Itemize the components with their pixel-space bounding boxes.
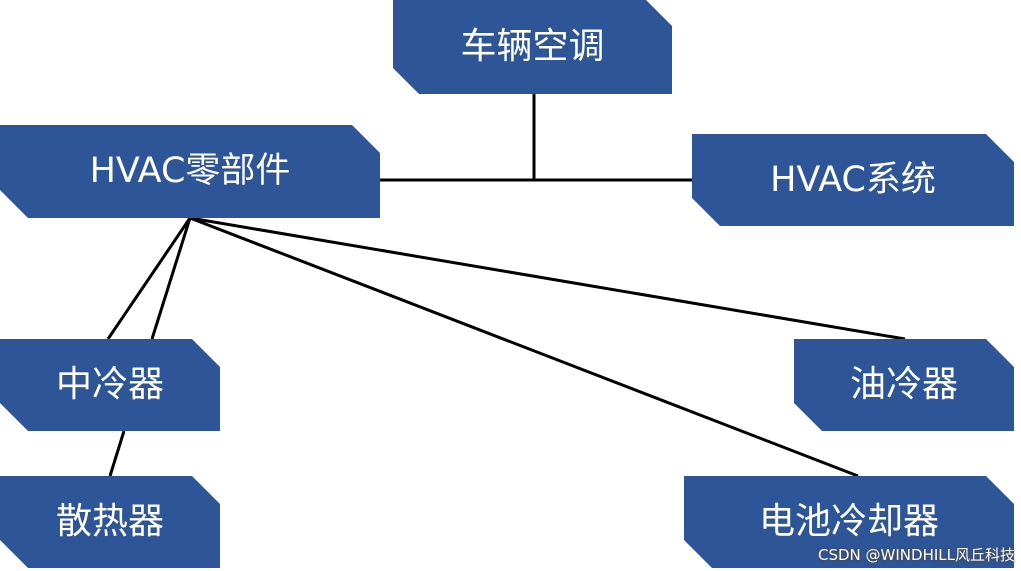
connector-battery-chiller (189, 216, 859, 478)
node-oil-cooler-shape (794, 339, 1014, 431)
connector-intercooler-1 (106, 217, 192, 340)
connector-oil-cooler (189, 216, 906, 341)
node-battery-chiller-shape (684, 476, 1014, 568)
node-hvac-parts-shape (0, 125, 380, 218)
node-radiator-shape (0, 476, 220, 568)
watermark: CSDN @WINDHILL风丘科技 (818, 546, 1015, 564)
node-hvac-system-shape (692, 134, 1014, 226)
node-vehicle-ac-shape (393, 0, 672, 94)
connector-intercooler-2 (150, 217, 192, 340)
connector-radiator (108, 430, 126, 477)
connectors (106, 94, 906, 478)
node-intercooler-shape (0, 339, 220, 431)
